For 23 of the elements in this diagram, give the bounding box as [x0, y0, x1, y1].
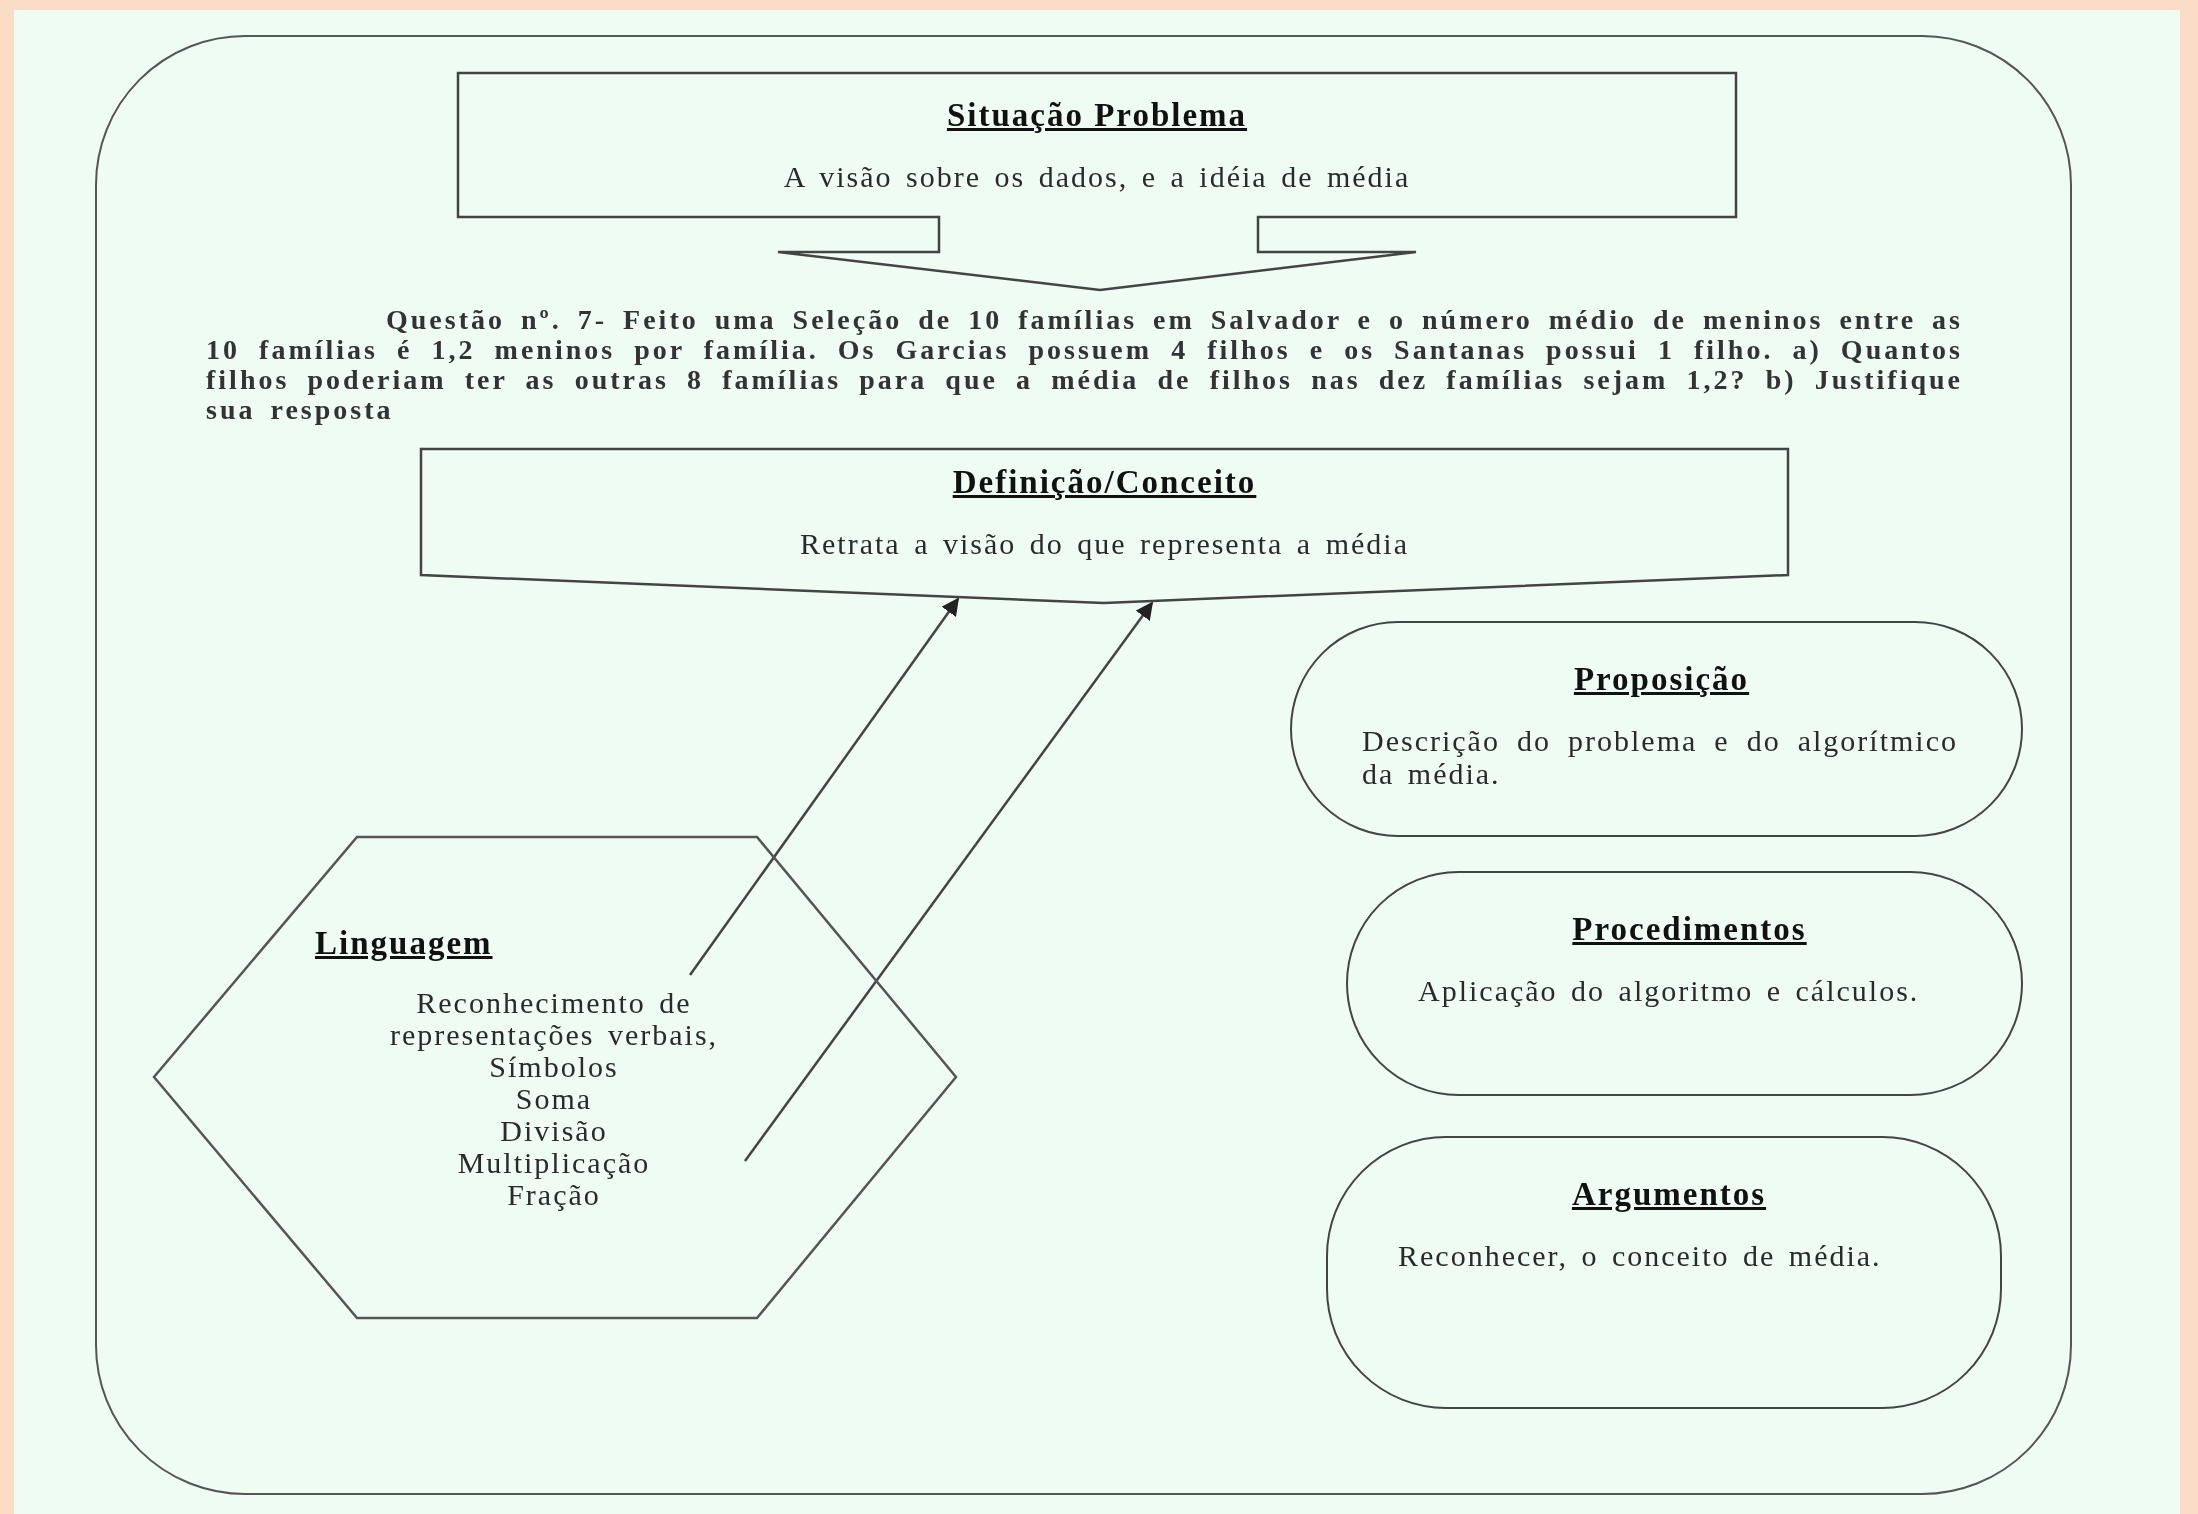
node-title: Proposição	[1572, 661, 1751, 698]
node-text: A visão sobre os dados, e a idéia de média	[783, 160, 1411, 193]
node-text: Aplicação do algoritmo e cálculos.	[1418, 974, 1921, 1007]
node-text: Reconhecer, o conceito de média.	[1398, 1239, 1883, 1272]
node-text: Soma	[515, 1083, 593, 1115]
node-text: Divisão	[500, 1115, 608, 1147]
node-title: Definição/Conceito	[952, 464, 1257, 501]
arrow	[689, 597, 959, 976]
node-text: Retrata a visão do que representa a média	[800, 527, 1409, 560]
node-text: Descrição do problema e do algorítmico da média.	[1362, 724, 1958, 790]
node-text: Símbolos	[489, 1051, 619, 1083]
node-title: Argumentos	[1570, 1176, 1768, 1213]
rounded-box	[1326, 1136, 2002, 1409]
node-text: Multiplicação	[457, 1147, 651, 1179]
rounded-box	[1290, 621, 2023, 837]
node-text: Fração	[507, 1179, 601, 1211]
node-text: Reconhecimento de representações verbais,	[388, 987, 720, 1051]
node-title: Procedimentos	[1571, 911, 1808, 948]
question-text: Questão nº. 7- Feito uma Seleção de 10 famílias em Salvador e o número médio de meninos entre as 10 famílias é 1,2 meninos por família. Os Garcias possuem 4 filhos e os Santanas possui 1 filho. a) Quantos filhos poderiam ter as outras 8 famílias para que a média de filhos nas dez famílias sejam 1,2? b) Justifique sua resposta	[206, 305, 1963, 425]
node-title: Linguagem	[315, 925, 493, 962]
arrow	[744, 601, 1154, 1162]
node-title: Situação Problema	[946, 97, 1248, 134]
rounded-box	[1346, 871, 2023, 1096]
